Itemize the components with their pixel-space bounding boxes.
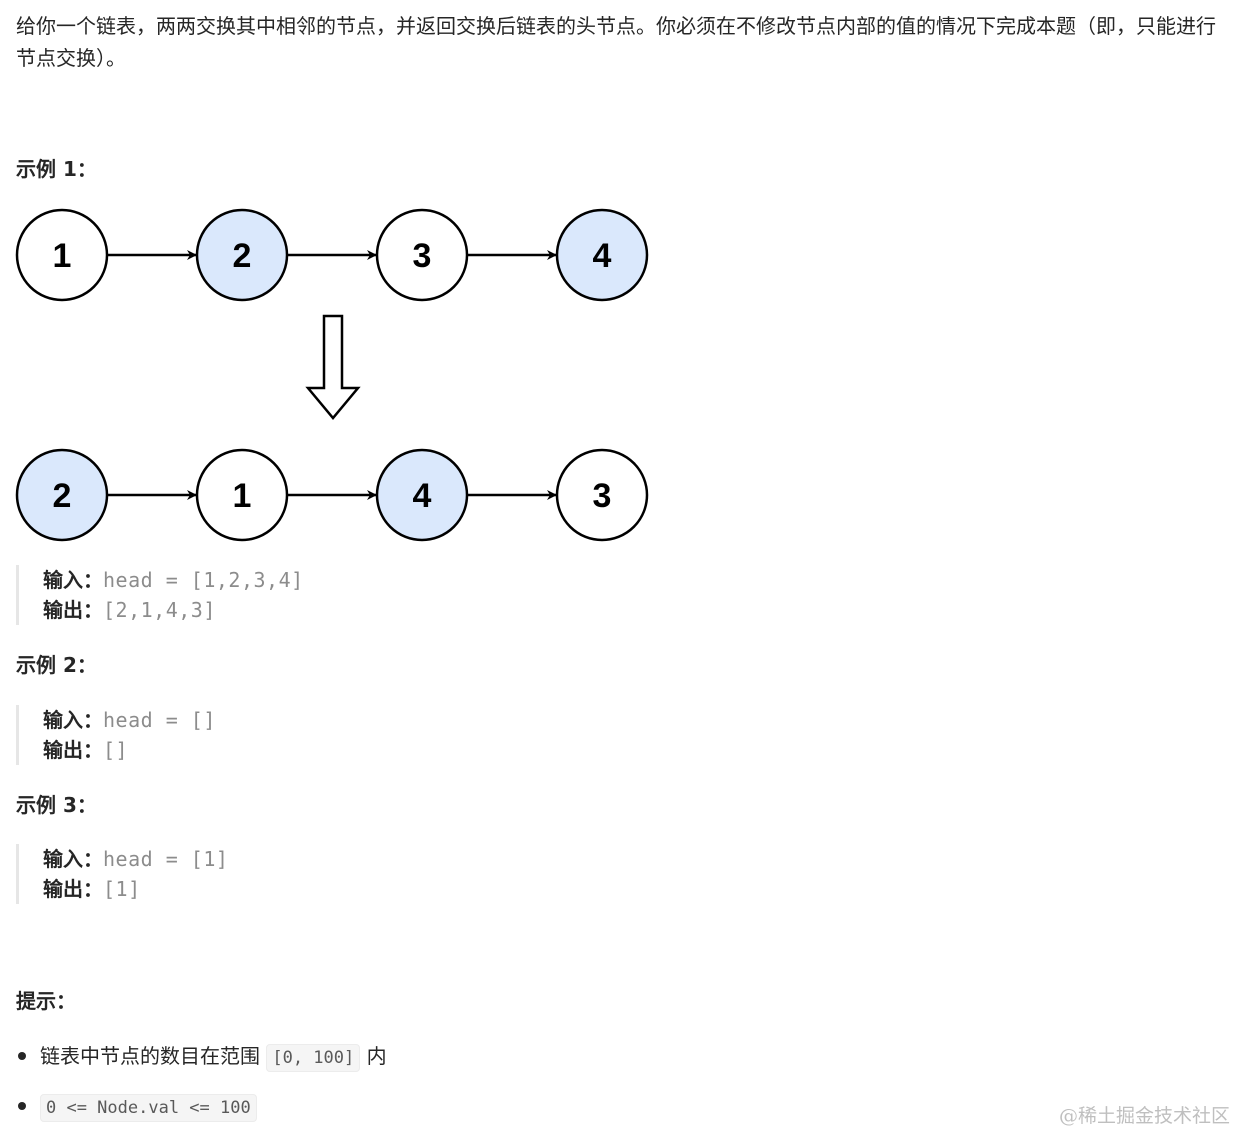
hint-text: 链表中节点的数目在范围: [40, 1044, 267, 1068]
node-circle: [195, 208, 289, 302]
example-1-heading: 示例 1：: [16, 157, 97, 181]
node-before-4: 4: [555, 208, 649, 302]
node-value: 2: [53, 477, 72, 515]
example-2-heading: 示例 2：: [16, 653, 97, 677]
node-value: 1: [233, 477, 252, 515]
example-2-input: 输入：head = []: [43, 705, 643, 735]
example-1-input: 输入：head = [1,2,3,4]: [43, 565, 643, 595]
node-circle: [15, 208, 109, 302]
node-before-1: 1: [15, 208, 109, 302]
hint-code: [0, 100]: [266, 1044, 361, 1072]
input-label: 输入：: [43, 847, 103, 871]
hint-code: 0 <= Node.val <= 100: [40, 1094, 257, 1122]
input-value: head = [1]: [103, 847, 229, 871]
swap-diagram: 1 2 3 4 2 1 4 3: [15, 208, 649, 542]
node-circle: [375, 208, 469, 302]
hint-suffix: 内: [360, 1044, 387, 1068]
node-value: 3: [413, 237, 432, 275]
node-after-4: 3: [555, 448, 649, 542]
node-circle: [195, 448, 289, 542]
input-label: 输入：: [43, 568, 103, 592]
node-circle: [555, 448, 649, 542]
hint-item: 链表中节点的数目在范围 [0, 100] 内: [16, 1038, 387, 1074]
input-value: head = []: [103, 708, 216, 732]
output-value: []: [103, 738, 129, 762]
example-1-block: 输入：head = [1,2,3,4] 输出：[2,1,4,3]: [16, 565, 643, 625]
node-value: 2: [233, 237, 252, 275]
output-label: 输出：: [43, 877, 103, 901]
node-circle: [375, 448, 469, 542]
node-value: 1: [53, 237, 72, 275]
example-3-output: 输出：[1]: [43, 874, 643, 904]
example-1-output: 输出：[2,1,4,3]: [43, 595, 643, 625]
hints-list: 链表中节点的数目在范围 [0, 100] 内 0 <= Node.val <= …: [16, 1038, 387, 1138]
node-after-2: 1: [195, 448, 289, 542]
bullet-icon: [18, 1052, 26, 1060]
bullet-icon: [18, 1102, 26, 1110]
example-3-input: 输入：head = [1]: [43, 844, 643, 874]
node-after-3: 4: [375, 448, 469, 542]
transform-down-arrow: [305, 314, 361, 420]
example-3-heading: 示例 3：: [16, 793, 97, 817]
example-3-block: 输入：head = [1] 输出：[1]: [16, 844, 643, 904]
node-value: 3: [593, 477, 612, 515]
input-value: head = [1,2,3,4]: [103, 568, 304, 592]
output-value: [1]: [103, 877, 141, 901]
node-circle: [555, 208, 649, 302]
node-before-3: 3: [375, 208, 469, 302]
hint-item: 0 <= Node.val <= 100: [16, 1088, 387, 1124]
example-2-output: 输出：[]: [43, 735, 643, 765]
input-label: 输入：: [43, 708, 103, 732]
output-value: [2,1,4,3]: [103, 598, 216, 622]
node-value: 4: [413, 477, 432, 515]
problem-description: 给你一个链表，两两交换其中相邻的节点，并返回交换后链表的头节点。你必须在不修改节…: [16, 14, 1216, 70]
node-before-2: 2: [195, 208, 289, 302]
output-label: 输出：: [43, 598, 103, 622]
node-circle: [15, 448, 109, 542]
output-label: 输出：: [43, 738, 103, 762]
watermark: @稀土掘金技术社区: [1058, 1105, 1230, 1127]
node-value: 4: [593, 237, 612, 275]
node-after-1: 2: [15, 448, 109, 542]
example-2-block: 输入：head = [] 输出：[]: [16, 705, 643, 765]
hints-heading: 提示：: [16, 989, 76, 1013]
